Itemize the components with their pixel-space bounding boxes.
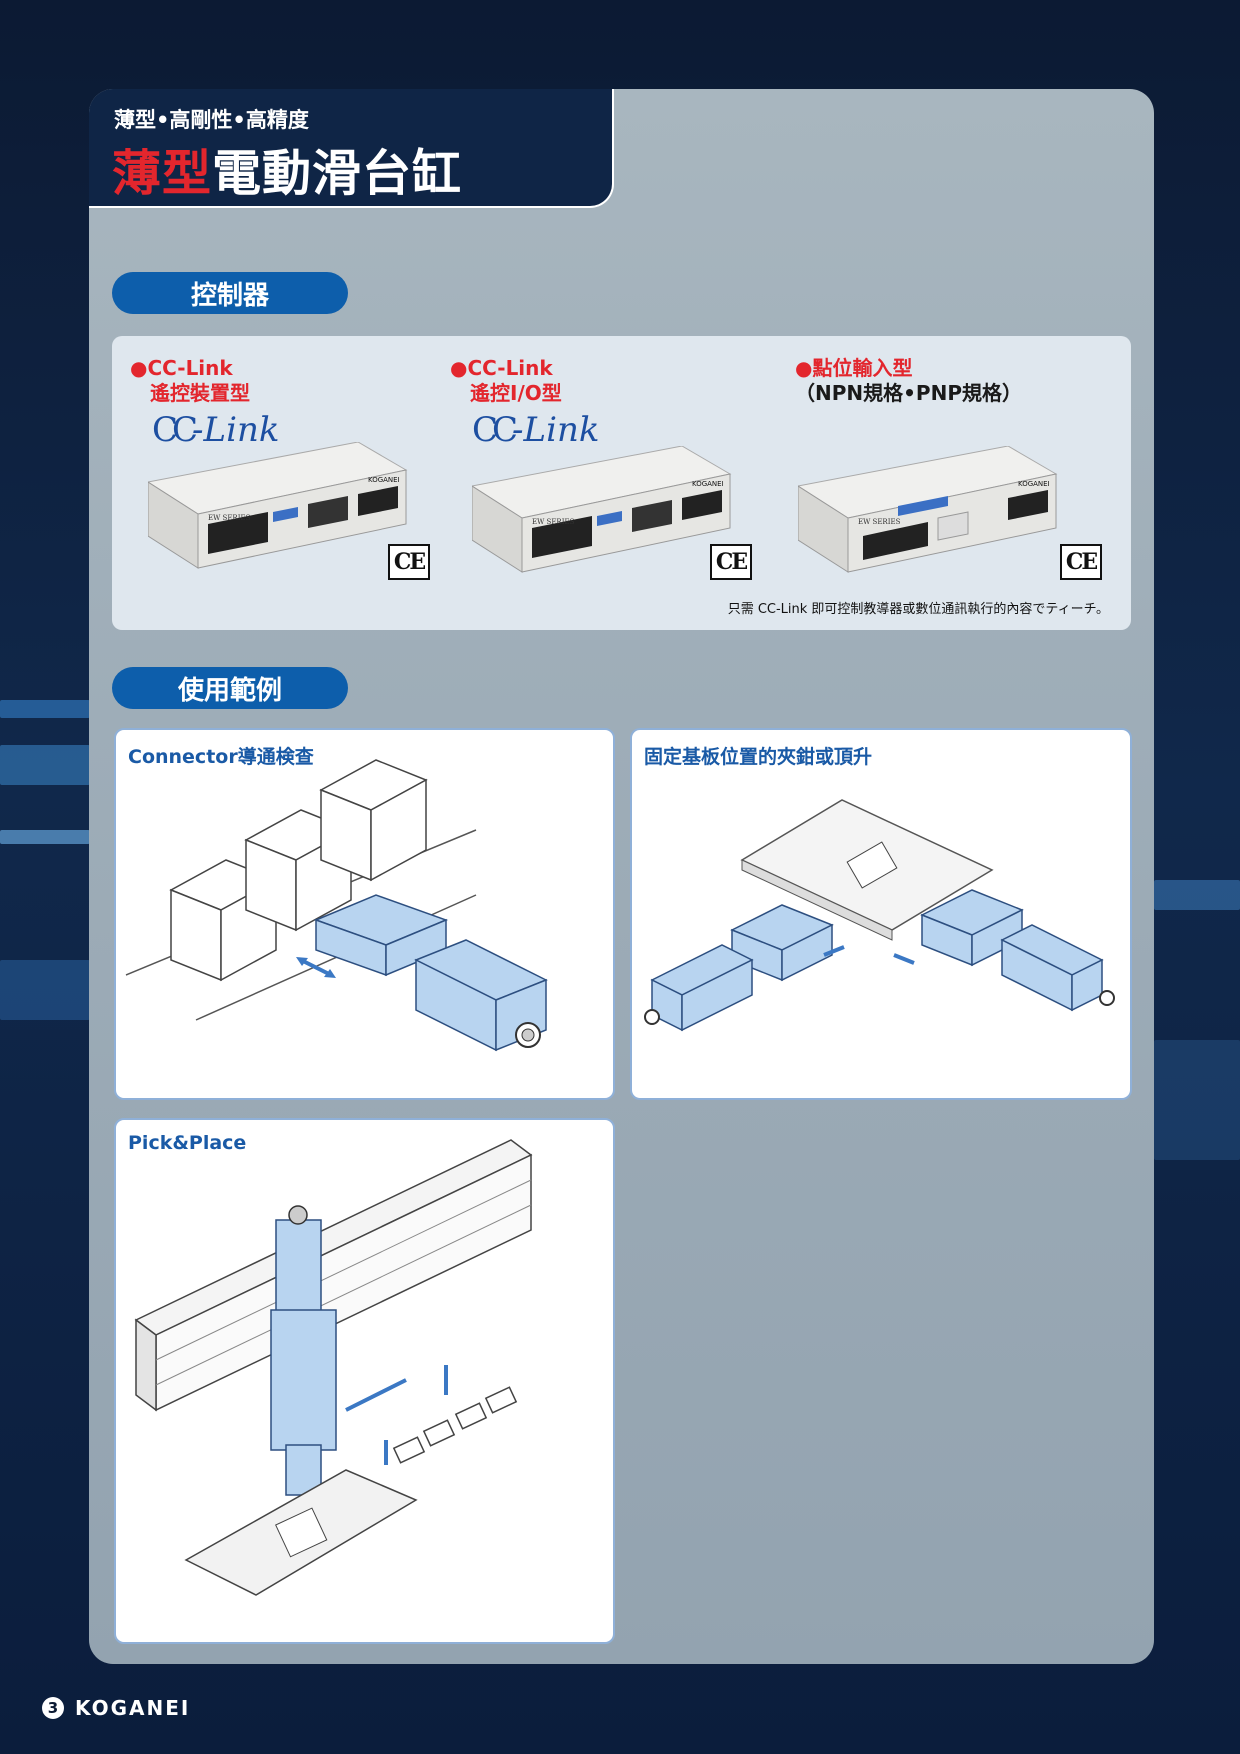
device-brand-text: KOGANEI bbox=[692, 480, 724, 488]
example-card-pick-place: Pick&Place bbox=[114, 1118, 615, 1644]
ce-mark: CE bbox=[1060, 544, 1102, 580]
device-brand-text: KOGANEI bbox=[368, 476, 400, 484]
background-streak bbox=[1154, 1040, 1240, 1160]
controller-1-line1: ●CC-Link bbox=[130, 356, 233, 380]
controller-3-label: ●點位輸入型 （NPN規格•PNP規格） bbox=[795, 356, 1022, 406]
controller-3-line2: （NPN規格•PNP規格） bbox=[795, 381, 1022, 405]
title-rest: 電動滑台缸 bbox=[212, 145, 463, 202]
page-title: 薄型電動滑台缸 bbox=[112, 134, 462, 205]
controller-2-line1: ●CC-Link bbox=[450, 356, 553, 380]
background-streak bbox=[1154, 880, 1240, 910]
page-subtitle: 薄型•高剛性•高精度 bbox=[114, 108, 309, 132]
example-title: 固定基板位置的夾鉗或頂升 bbox=[644, 746, 873, 768]
pick-and-place-illustration bbox=[134, 1139, 533, 1596]
device-series-text: EW SERIES bbox=[858, 518, 901, 526]
background-streak bbox=[0, 960, 90, 1020]
cc-link-logo: CC-Link bbox=[472, 410, 600, 450]
controller-device-image: EW SERIES KOGANEI bbox=[798, 446, 1058, 573]
connector-inspection-illustration bbox=[125, 759, 548, 1052]
example-title: Pick&Place bbox=[128, 1132, 247, 1154]
brand-logo: KOGANEI bbox=[75, 1696, 191, 1720]
example-card-connector: Connector導通検查 bbox=[114, 728, 615, 1100]
example-card-clamp: 固定基板位置的夾鉗或頂升 bbox=[630, 728, 1132, 1100]
controller-device-image: EW SERIES KOGANEI bbox=[148, 442, 408, 569]
controller-note: 只需 CC-Link 即可控制教導器或數位通訊執行的內容でティーチ。 bbox=[727, 602, 1109, 617]
page-number: 3 bbox=[42, 1697, 64, 1719]
device-brand-text: KOGANEI bbox=[1018, 480, 1050, 488]
title-box bbox=[89, 89, 614, 208]
board-clamp-illustration bbox=[644, 799, 1115, 1032]
controller-2-line2: 遙控I/O型 bbox=[470, 381, 562, 405]
example-title: Connector導通検查 bbox=[128, 746, 314, 768]
controller-3-line1: ●點位輸入型 bbox=[795, 356, 913, 380]
controller-1-line2: 遙控裝置型 bbox=[150, 381, 250, 405]
cc-link-logo: CC-Link bbox=[152, 410, 280, 450]
controller-2-label: ●CC-Link 遙控I/O型 bbox=[450, 356, 562, 406]
device-series-text: EW SERIES bbox=[532, 518, 575, 526]
background-streak bbox=[0, 700, 90, 718]
controller-1-label: ●CC-Link 遙控裝置型 bbox=[130, 356, 250, 406]
ce-mark: CE bbox=[388, 544, 430, 580]
controller-device-image: EW SERIES KOGANEI bbox=[472, 446, 732, 573]
title-highlight: 薄型 bbox=[112, 145, 213, 202]
device-series-text: EW SERIES bbox=[208, 514, 251, 522]
background-streak bbox=[0, 745, 90, 785]
section-usage-heading: 使用範例 bbox=[112, 667, 348, 709]
background-streak bbox=[0, 830, 90, 844]
section-controller-heading: 控制器 bbox=[112, 272, 348, 314]
controller-box: ●CC-Link 遙控裝置型 CC-Link EW SERIES KOGANEI… bbox=[112, 336, 1131, 630]
ce-mark: CE bbox=[710, 544, 752, 580]
